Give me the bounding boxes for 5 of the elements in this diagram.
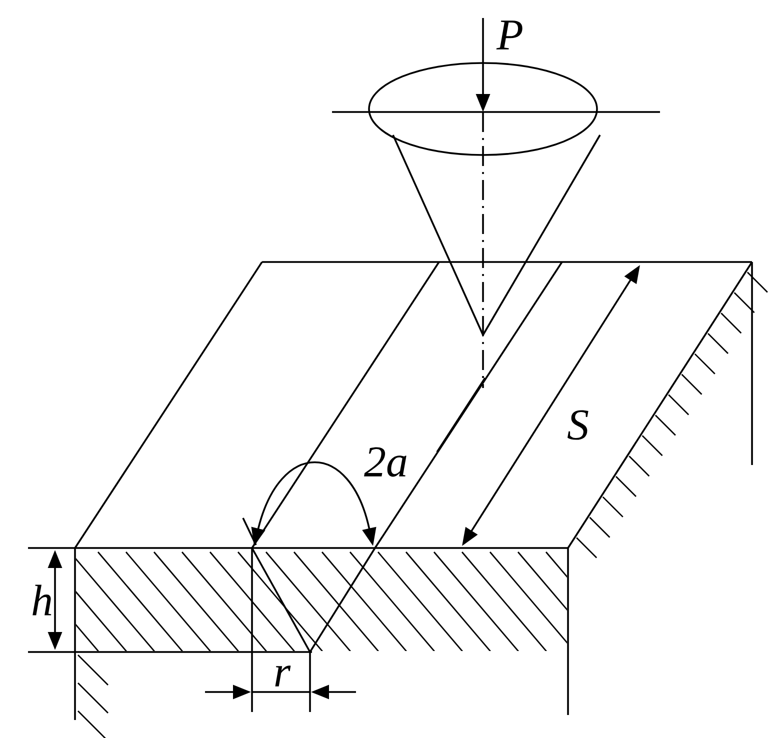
dimension-label: h <box>32 584 52 616</box>
dimension-label: 2a <box>364 447 406 477</box>
dimension-label: r <box>275 666 291 686</box>
force-label: P <box>496 20 522 50</box>
dimension-label: S <box>568 410 588 440</box>
